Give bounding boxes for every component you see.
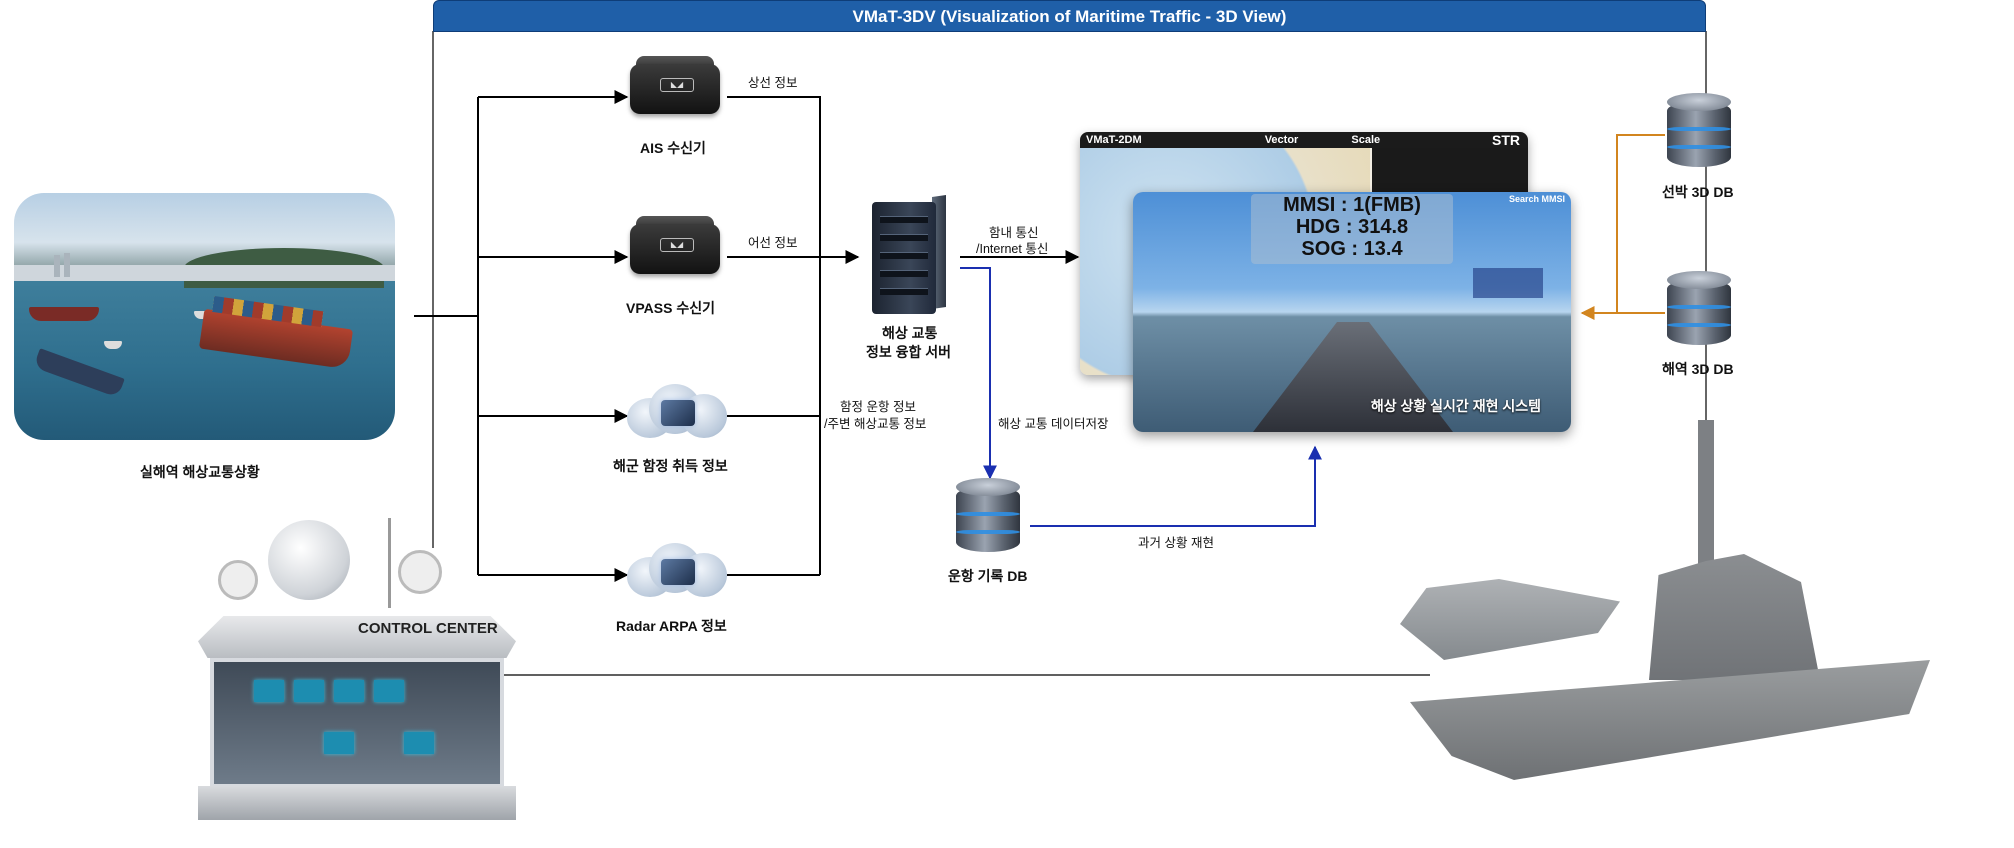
- storage-arrow: [960, 267, 997, 480]
- navy-data-cloud-icon: [627, 382, 727, 446]
- replay-label: 과거 상황 재현: [1138, 536, 1214, 550]
- merchant-info-label: 상선 정보: [748, 76, 798, 90]
- vpass-receiver-icon: ◣◢: [630, 216, 720, 278]
- server-label-1: 해상 교통: [882, 325, 938, 341]
- vpass-label: VPASS 수신기: [626, 300, 715, 316]
- server-rack-icon: [872, 195, 946, 314]
- ais-out: [727, 96, 821, 575]
- system-title-bar: VMaT-3DV (Visualization of Maritime Traf…: [433, 0, 1706, 32]
- ship-tag: [1473, 268, 1543, 298]
- storage-label: 해상 교통 데이터저장: [998, 417, 1109, 431]
- sea-3d-db-label: 해역 3D DB: [1662, 361, 1734, 377]
- system-title: VMaT-3DV (Visualization of Maritime Traf…: [852, 7, 1287, 26]
- harbor-image: [14, 193, 395, 440]
- hud-hdg: HDG : 314.8: [1295, 216, 1409, 238]
- ship-hud: MMSI : 1(FMB) HDG : 314.8 SOG : 13.4: [1251, 194, 1453, 264]
- ship-3d-db-icon: [1667, 93, 1731, 173]
- patrol-boat: [1400, 579, 1620, 660]
- ais-receiver-icon: ◣◢: [630, 56, 720, 118]
- search-mmsi-label: Search MMSI: [1508, 194, 1565, 204]
- vector-label: Vector: [1264, 134, 1299, 146]
- fishing-info-label: 어선 정보: [748, 236, 798, 250]
- comm-label-1: 함내 통신: [989, 226, 1039, 240]
- sea-3d-db-icon: [1667, 271, 1731, 351]
- radar-data-cloud-icon: [627, 541, 727, 605]
- hud-sog: SOG : 13.4: [1301, 238, 1403, 260]
- str-logo: STR: [1492, 132, 1520, 148]
- ship-3d-db-label: 선박 3D DB: [1662, 184, 1734, 200]
- navy-label: 해군 함정 취득 정보: [613, 458, 728, 474]
- voyage-db-icon: [956, 478, 1020, 558]
- warship-image: [1400, 420, 1940, 830]
- replay-arrow: [1030, 445, 1322, 527]
- naval-info-label-1: 함정 운항 정보: [840, 400, 916, 414]
- harbor-caption: 실해역 해상교통상황: [140, 464, 260, 480]
- vmat-3d-screen: MMSI : 1(FMB) HDG : 314.8 SOG : 13.4 Sea…: [1133, 192, 1571, 432]
- naval-info-label-2: /주변 해상교통 정보: [824, 417, 927, 431]
- vmat-2dm-header: VMaT-2DM Vector Scale STR: [1080, 132, 1528, 148]
- voyage-db-label: 운항 기록 DB: [948, 568, 1028, 584]
- server-label-2: 정보 융합 서버: [866, 344, 952, 360]
- control-center-sign: CONTROL CENTER: [358, 620, 498, 637]
- comm-label-2: /Internet 통신: [976, 242, 1049, 256]
- scale-label: Scale: [1351, 134, 1381, 146]
- hud-mmsi: MMSI : 1(FMB): [1283, 194, 1421, 216]
- ais-label: AIS 수신기: [640, 140, 706, 156]
- control-center-image: CONTROL CENTER: [198, 518, 516, 820]
- screen-3d-caption: 해상 상황 실시간 재현 시스템: [1370, 398, 1541, 414]
- radar-dome: [268, 520, 350, 600]
- radar-label: Radar ARPA 정보: [616, 618, 727, 634]
- vmat-2dm-title: VMaT-2DM: [1086, 134, 1142, 146]
- db-arrow: [1580, 134, 1665, 320]
